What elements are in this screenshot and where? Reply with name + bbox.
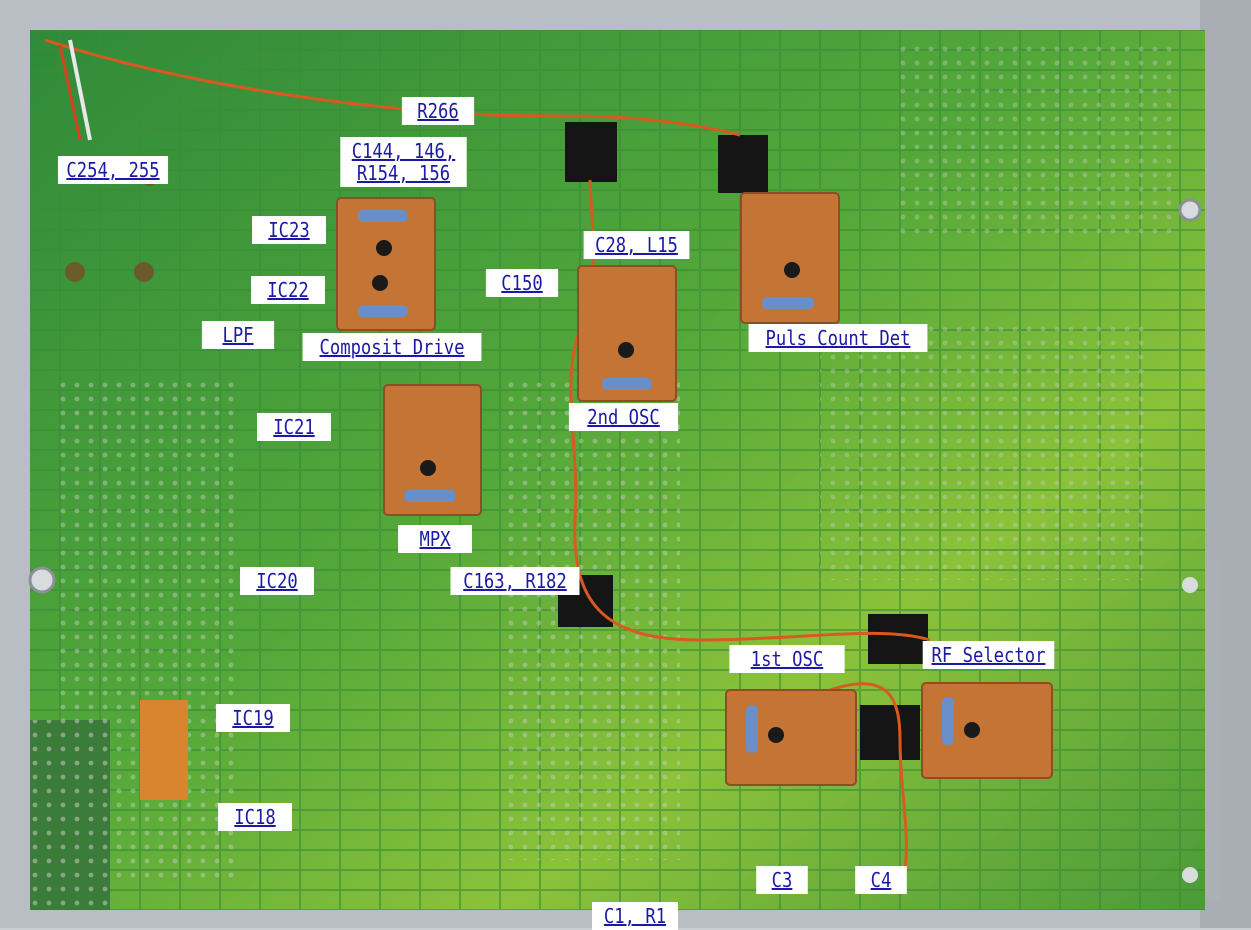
label-1st-osc[interactable]: 1st OSC [729,645,845,673]
label-c4[interactable]: C4 [855,866,907,894]
module-mpx [383,384,482,516]
tape [565,122,617,182]
label-ic18[interactable]: IC18 [218,803,292,831]
module-rf-selector [921,682,1053,779]
label-c1-r1[interactable]: C1, R1 [592,902,678,930]
label-ic22[interactable]: IC22 [251,276,325,304]
label-c254-255[interactable]: C254, 255 [57,156,169,184]
label-2nd-osc[interactable]: 2nd OSC [568,403,679,431]
label-rf-selector[interactable]: RF Selector [922,641,1055,669]
module-composit-drive [336,197,436,331]
label-c163-r182[interactable]: C163, R182 [450,567,580,595]
label-mpx[interactable]: MPX [398,525,472,553]
label-ic21[interactable]: IC21 [257,413,331,441]
label-lpf[interactable]: LPF [201,321,275,349]
label-c150[interactable]: C150 [485,269,559,297]
label-c3[interactable]: C3 [756,866,808,894]
label-r266[interactable]: R266 [401,97,475,125]
module-2nd-osc [577,265,677,402]
label-puls-count-det[interactable]: Puls Count Det [748,324,928,352]
label-c144-146-r154-156[interactable]: C144, 146, R154, 156 [340,137,467,187]
label-composit-drive[interactable]: Composit Drive [302,333,482,361]
module-puls-count-det [740,192,840,324]
label-c28-l15[interactable]: C28, L15 [583,231,690,259]
orange-tape [140,700,188,800]
label-ic20[interactable]: IC20 [240,567,314,595]
label-ic23[interactable]: IC23 [252,216,326,244]
module-1st-osc [725,689,857,786]
label-ic19[interactable]: IC19 [216,704,290,732]
